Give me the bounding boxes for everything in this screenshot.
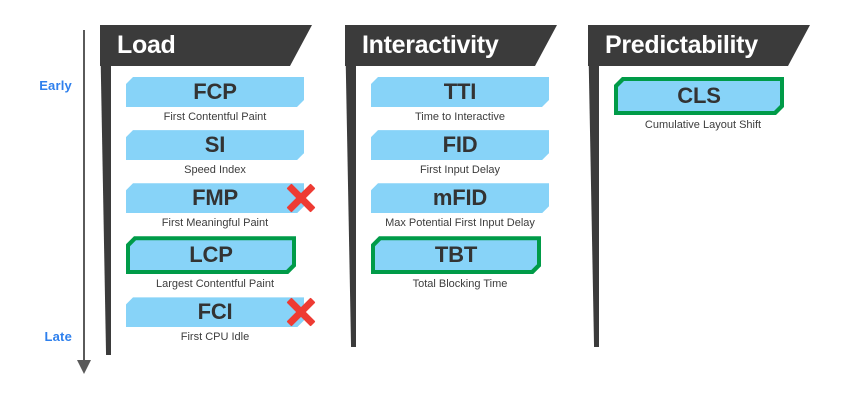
metric-item-core-vital[interactable]: CLS Cumulative Layout Shift (614, 77, 836, 131)
metric-item-core-vital[interactable]: TBT Total Blocking Time (371, 236, 591, 290)
column-header-banner: Interactivity (345, 25, 557, 66)
metric-abbr: FMP (192, 185, 238, 211)
metric-list: FCP First Contentful Paint SI Speed Inde… (126, 77, 351, 350)
metric-pill[interactable]: SI (126, 130, 304, 160)
metric-item[interactable]: FCI First CPU Idle (126, 297, 351, 343)
metric-item[interactable]: FID First Input Delay (371, 130, 591, 176)
metric-caption: First Contentful Paint (163, 111, 267, 123)
metric-pill[interactable]: FCP (126, 77, 304, 107)
metric-pill[interactable]: FID (371, 130, 549, 160)
metric-abbr: FCP (193, 79, 237, 104)
metric-pill-body: TTI (371, 77, 549, 107)
column-header-banner: Predictability (588, 25, 810, 66)
metric-list: TTI Time to Interactive FID First Input … (371, 77, 591, 297)
metric-abbr: TBT (434, 242, 478, 268)
metric-pill-body: FMP (126, 183, 304, 213)
metric-pill[interactable]: FMP (126, 183, 316, 213)
metric-abbr: FCI (197, 299, 233, 325)
metric-pill-body: CLS (614, 77, 784, 115)
column-spine (588, 25, 599, 347)
metric-pill[interactable]: TBT (371, 236, 541, 274)
metric-abbr: mFID (432, 185, 488, 211)
metric-abbr: LCP (189, 242, 233, 268)
metric-caption: Time to Interactive (414, 111, 506, 123)
timeline-axis: Early Late (0, 0, 100, 402)
metric-caption: First Input Delay (419, 164, 501, 177)
metric-pill-inner: LCP (130, 240, 292, 270)
metric-item[interactable]: FMP First Meaningful Paint (126, 183, 351, 229)
metric-pill[interactable]: CLS (614, 77, 784, 115)
metric-pill-body: FCP (126, 77, 304, 107)
metric-caption: Cumulative Layout Shift (644, 119, 762, 131)
axis-label-late: Late (44, 329, 72, 344)
metric-pill-body: TBT (371, 236, 541, 274)
metric-pill[interactable]: TTI (371, 77, 549, 107)
metric-abbr: TTI (443, 79, 477, 104)
metric-pill[interactable]: FCI (126, 297, 316, 327)
metric-item[interactable]: FCP First Contentful Paint (126, 77, 351, 123)
metric-pill-inner: CLS (618, 81, 780, 111)
column-spine (100, 25, 111, 355)
metric-caption: First CPU Idle (180, 331, 250, 344)
metric-item-core-vital[interactable]: LCP Largest Contentful Paint (126, 236, 351, 290)
metric-abbr: SI (204, 132, 226, 158)
metric-pill-body: SI (126, 130, 304, 160)
metric-abbr: CLS (677, 83, 721, 108)
column-header-banner: Load (100, 25, 312, 66)
metric-pill[interactable]: mFID (371, 183, 549, 213)
metric-list: CLS Cumulative Layout Shift (614, 77, 836, 138)
metric-caption: Largest Contentful Paint (155, 278, 275, 291)
column-title: Interactivity (362, 31, 499, 59)
column-spine (345, 25, 356, 347)
arrow-down-icon (77, 360, 91, 374)
metric-caption: First Meaningful Paint (161, 217, 269, 230)
axis-line (83, 30, 85, 365)
metric-caption: Max Potential First Input Delay (385, 217, 535, 230)
metric-item[interactable]: TTI Time to Interactive (371, 77, 591, 123)
metric-pill-body: FID (371, 130, 549, 160)
metric-item[interactable]: mFID Max Potential First Input Delay (371, 183, 591, 229)
metric-caption: Total Blocking Time (412, 278, 508, 291)
metric-pill-body: FCI (126, 297, 304, 327)
metric-item[interactable]: SI Speed Index (126, 130, 351, 176)
column-title: Load (117, 31, 176, 59)
metric-pill-body: LCP (126, 236, 296, 274)
metric-caption: Speed Index (184, 164, 246, 177)
axis-label-early: Early (39, 78, 72, 93)
metric-pill-inner: TBT (375, 240, 537, 270)
column-title: Predictability (605, 31, 758, 59)
metric-pill[interactable]: LCP (126, 236, 296, 274)
metric-pill-body: mFID (371, 183, 549, 213)
metric-abbr: FID (442, 132, 478, 158)
